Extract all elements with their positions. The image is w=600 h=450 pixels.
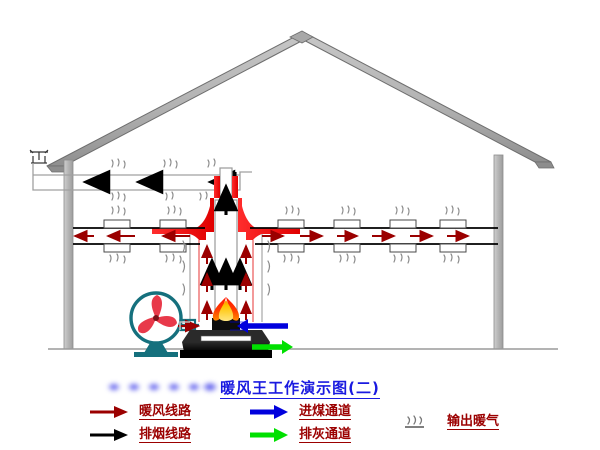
flame — [212, 297, 240, 321]
arrow-right-icon — [250, 428, 288, 442]
warm-air-riser-arrows — [201, 244, 252, 320]
wall-right — [493, 154, 504, 350]
legend-label-ash-outlet: 排灰通道 — [299, 426, 352, 443]
coal-feed-arrow — [230, 319, 288, 333]
wall-left — [63, 159, 74, 350]
legend-label-coal-inlet: 进煤通道 — [299, 403, 352, 420]
legend: 暖风线路 排烟线路 进煤通道 排灰通道 — [0, 404, 600, 450]
legend-label-smoke-route: 排烟线路 — [139, 426, 192, 443]
legend-item-warm-air-route[interactable]: 暖风线路 — [88, 403, 192, 420]
roof-ridge — [289, 30, 314, 44]
chimney-cap — [29, 149, 49, 164]
fan-blades — [137, 295, 177, 334]
y-manifold — [152, 176, 300, 240]
smoke-flow-arrows-upper — [82, 169, 237, 195]
blower-fan — [129, 291, 199, 357]
legend-item-ash-outlet[interactable]: 排灰通道 — [248, 426, 352, 443]
fan-to-riser-duct — [179, 321, 190, 330]
legend-label-heat-output: 输出暖气 — [447, 413, 500, 430]
building-shell — [48, 154, 558, 350]
duct-vent-registers — [103, 219, 467, 253]
legend-label-warm-air-route: 暖风线路 — [139, 403, 192, 420]
ash-discharge-arrow — [252, 340, 293, 354]
arrow-right-icon — [90, 429, 128, 441]
roof-right-slope-underside — [534, 161, 555, 169]
legend-item-heat-output[interactable]: 输出暖气 — [396, 413, 500, 430]
legend-item-smoke-route[interactable]: 排烟线路 — [88, 426, 192, 443]
diagram-title-row: 暖风王工作演示图(二) — [0, 377, 600, 401]
heat-wave-icon — [405, 415, 424, 428]
warm-air-risers — [189, 234, 263, 322]
roof-right-slope — [295, 35, 552, 163]
roof — [46, 30, 555, 173]
legend-item-coal-inlet[interactable]: 进煤通道 — [248, 403, 352, 420]
arrow-right-icon — [90, 406, 128, 418]
title-wrap: 暖风王工作演示图(二) — [102, 377, 380, 399]
redacted-blur-overlay — [102, 378, 219, 395]
heat-wave-squiggles — [109, 158, 460, 296]
page-title: 暖风王工作演示图(二) — [220, 379, 380, 399]
arrow-right-icon — [250, 405, 288, 419]
roof-left-slope — [46, 35, 312, 167]
